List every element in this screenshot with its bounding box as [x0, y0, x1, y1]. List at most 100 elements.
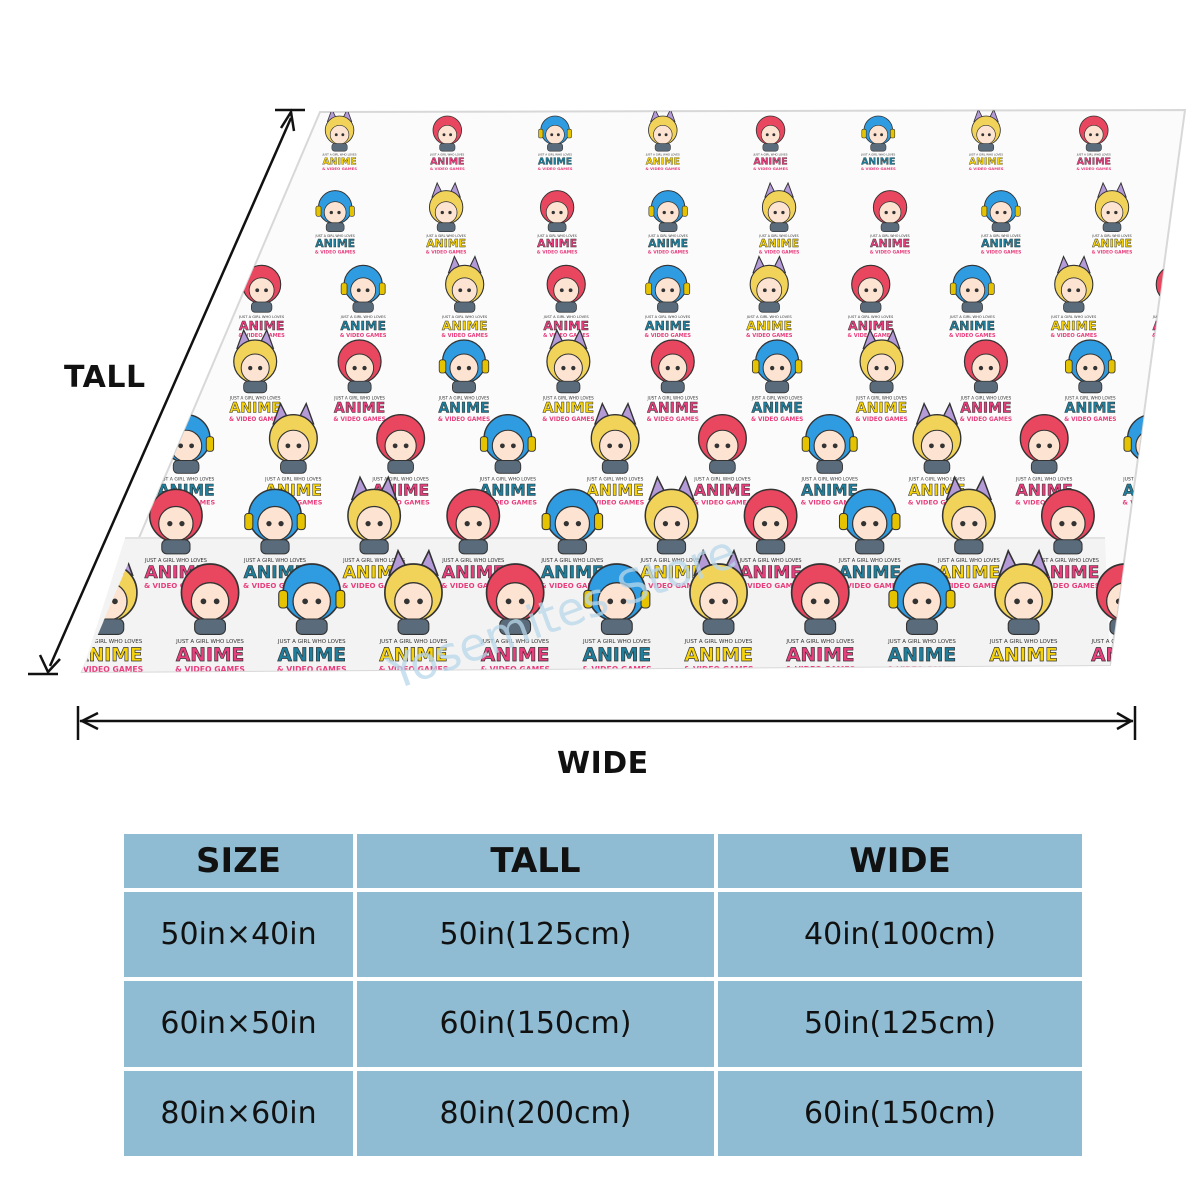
- svg-text:JUST A GIRL WHO LOVES: JUST A GIRL WHO LOVES: [869, 234, 909, 238]
- svg-text:JUST A GIRL WHO LOVES: JUST A GIRL WHO LOVES: [1168, 395, 1200, 400]
- svg-text:JUST A GIRL WHO LOVES: JUST A GIRL WHO LOVES: [50, 477, 107, 483]
- svg-text:ANIME: ANIME: [334, 401, 385, 417]
- svg-text:& VIDEO GAMES: & VIDEO GAMES: [479, 499, 537, 507]
- svg-text:ANIME: ANIME: [960, 401, 1011, 417]
- svg-text:& VIDEO GAMES: & VIDEO GAMES: [45, 581, 109, 590]
- svg-text:ANIME: ANIME: [969, 156, 1003, 167]
- cell-size: 60in×50in: [124, 981, 353, 1067]
- svg-text:JUST A GIRL WHO LOVES: JUST A GIRL WHO LOVES: [264, 477, 321, 483]
- svg-text:ANIME: ANIME: [481, 645, 549, 666]
- cell-wide: 50in(125cm): [718, 981, 1082, 1067]
- svg-text:ANIME: ANIME: [751, 401, 802, 417]
- svg-text:JUST A GIRL WHO LOVES: JUST A GIRL WHO LOVES: [684, 639, 753, 645]
- svg-text:& VIDEO GAMES: & VIDEO GAMES: [238, 333, 285, 339]
- svg-text:ANIME: ANIME: [684, 645, 752, 666]
- svg-text:& VIDEO GAMES: & VIDEO GAMES: [586, 499, 644, 507]
- svg-text:ANIME: ANIME: [1065, 401, 1116, 417]
- svg-text:JUST A GIRL WHO LOVES: JUST A GIRL WHO LOVES: [1091, 234, 1131, 238]
- svg-text:& VIDEO GAMES: & VIDEO GAMES: [647, 417, 699, 423]
- svg-text:JUST A GIRL WHO LOVES: JUST A GIRL WHO LOVES: [693, 477, 750, 483]
- svg-text:ANIME: ANIME: [543, 318, 589, 333]
- svg-text:ANIME: ANIME: [538, 156, 572, 167]
- cell-tall: 80in(200cm): [357, 1070, 714, 1156]
- svg-text:& VIDEO GAMES: & VIDEO GAMES: [322, 166, 357, 171]
- table-row: 50in×40in 50in(125cm) 40in(100cm): [124, 892, 1082, 978]
- svg-text:& VIDEO GAMES: & VIDEO GAMES: [1051, 333, 1098, 339]
- svg-text:JUST A GIRL WHO LOVES: JUST A GIRL WHO LOVES: [1064, 395, 1116, 400]
- svg-text:& VIDEO GAMES: & VIDEO GAMES: [50, 499, 108, 507]
- svg-text:& VIDEO GAMES: & VIDEO GAMES: [1135, 581, 1199, 590]
- svg-text:JUST A GIRL WHO LOVES: JUST A GIRL WHO LOVES: [543, 315, 590, 319]
- svg-text:ANIME: ANIME: [50, 481, 107, 499]
- svg-text:ANIME: ANIME: [694, 481, 751, 499]
- svg-text:& VIDEO GAMES: & VIDEO GAMES: [438, 417, 490, 423]
- svg-text:JUST A GIRL WHO LOVES: JUST A GIRL WHO LOVES: [753, 153, 788, 157]
- svg-text:JUST A GIRL WHO LOVES: JUST A GIRL WHO LOVES: [800, 477, 857, 483]
- svg-text:& VIDEO GAMES: & VIDEO GAMES: [379, 665, 449, 674]
- svg-text:& VIDEO GAMES: & VIDEO GAMES: [277, 665, 347, 674]
- svg-text:& VIDEO GAMES: & VIDEO GAMES: [801, 499, 859, 507]
- table-row: 80in×60in 80in(200cm) 60in(150cm): [124, 1070, 1082, 1156]
- svg-text:JUST A GIRL WHO LOVES: JUST A GIRL WHO LOVES: [1184, 153, 1200, 157]
- svg-text:& VIDEO GAMES: & VIDEO GAMES: [538, 166, 573, 171]
- svg-text:ANIME: ANIME: [746, 318, 792, 333]
- svg-text:& VIDEO GAMES: & VIDEO GAMES: [543, 333, 590, 339]
- svg-text:& VIDEO GAMES: & VIDEO GAMES: [855, 417, 907, 423]
- svg-text:& VIDEO GAMES: & VIDEO GAMES: [937, 581, 1001, 590]
- svg-text:& VIDEO GAMES: & VIDEO GAMES: [175, 665, 245, 674]
- svg-text:JUST A GIRL WHO LOVES: JUST A GIRL WHO LOVES: [333, 395, 385, 400]
- svg-text:JUST A GIRL WHO LOVES: JUST A GIRL WHO LOVES: [144, 558, 207, 564]
- svg-text:JUST A GIRL WHO LOVES: JUST A GIRL WHO LOVES: [379, 639, 448, 645]
- svg-text:& VIDEO GAMES: & VIDEO GAMES: [333, 417, 385, 423]
- table-header-row: SIZE TALL WIDE: [124, 834, 1082, 888]
- svg-text:& VIDEO GAMES: & VIDEO GAMES: [751, 417, 803, 423]
- svg-text:ANIME: ANIME: [537, 237, 577, 250]
- svg-text:ANIME: ANIME: [640, 563, 703, 583]
- svg-text:ANIME: ANIME: [438, 401, 489, 417]
- header-tall: TALL: [357, 834, 714, 888]
- svg-text:ANIME: ANIME: [739, 563, 802, 583]
- svg-text:JUST A GIRL WHO LOVES: JUST A GIRL WHO LOVES: [243, 558, 306, 564]
- svg-text:& VIDEO GAMES: & VIDEO GAMES: [0, 665, 42, 674]
- svg-text:JUST A GIRL WHO LOVES: JUST A GIRL WHO LOVES: [1152, 315, 1199, 319]
- svg-text:ANIME: ANIME: [587, 481, 644, 499]
- cell-size: 80in×60in: [124, 1070, 353, 1156]
- svg-text:ANIME: ANIME: [759, 237, 799, 250]
- svg-text:& VIDEO GAMES: & VIDEO GAMES: [204, 250, 245, 256]
- svg-text:ANIME: ANIME: [1077, 156, 1111, 167]
- svg-text:& VIDEO GAMES: & VIDEO GAMES: [426, 250, 467, 256]
- svg-text:& VIDEO GAMES: & VIDEO GAMES: [645, 166, 680, 171]
- svg-text:JUST A GIRL WHO LOVES: JUST A GIRL WHO LOVES: [536, 234, 576, 238]
- svg-text:& VIDEO GAMES: & VIDEO GAMES: [342, 581, 406, 590]
- svg-text:JUST A GIRL WHO LOVES: JUST A GIRL WHO LOVES: [1192, 639, 1200, 645]
- svg-text:ANIME: ANIME: [45, 563, 108, 583]
- svg-text:JUST A GIRL WHO LOVES: JUST A GIRL WHO LOVES: [645, 153, 680, 157]
- svg-text:JUST A GIRL WHO LOVES: JUST A GIRL WHO LOVES: [644, 315, 691, 319]
- svg-text:ANIME: ANIME: [648, 237, 688, 250]
